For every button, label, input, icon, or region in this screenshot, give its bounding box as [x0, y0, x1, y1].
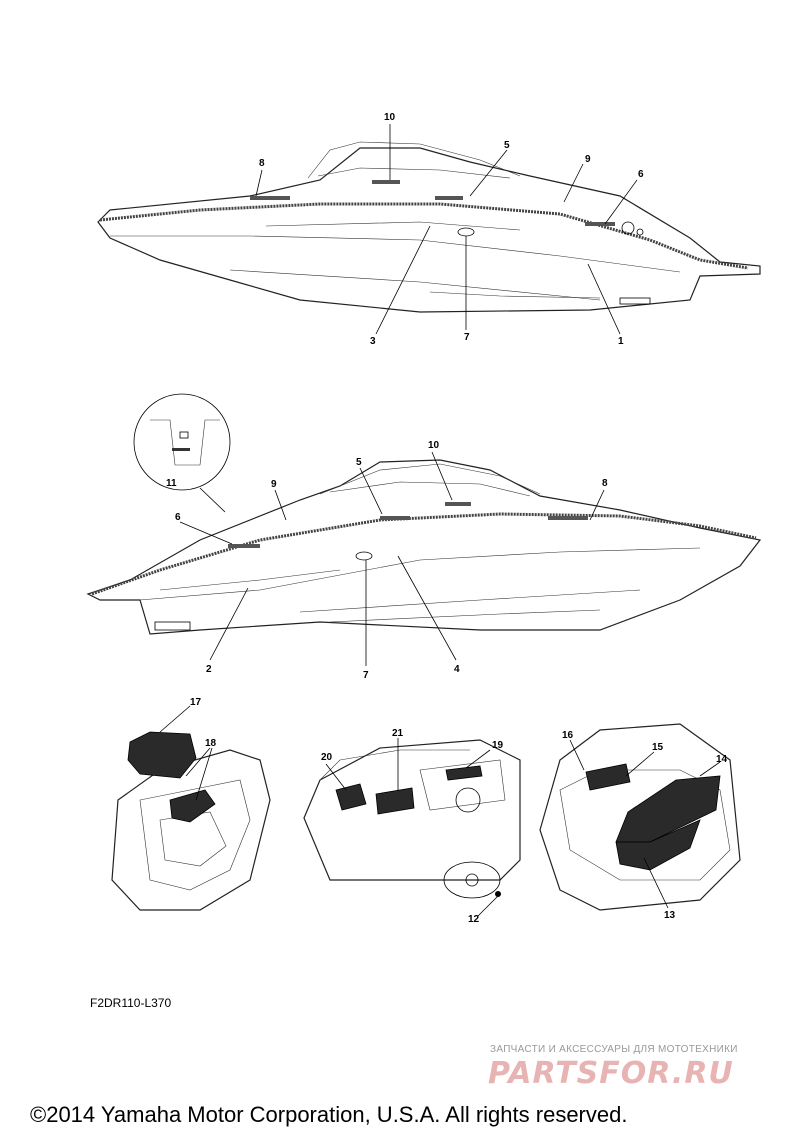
copyright-text: ©2014 Yamaha Motor Corporation, U.S.A. A… [30, 1102, 628, 1127]
callout-3: 3 [370, 336, 376, 347]
callout-14: 14 [716, 754, 728, 765]
detail-bow-seat: 17 18 [111, 697, 271, 911]
callout-9: 9 [271, 479, 277, 490]
callout-8: 8 [602, 478, 608, 489]
callout-4: 4 [454, 664, 460, 675]
detail-helm-console: 20 21 19 12 [303, 728, 521, 925]
watermark-tagline: ЗАПЧАСТИ И АКСЕССУАРЫ ДЛЯ МОТОТЕХНИКИ [490, 1044, 738, 1055]
callout-10: 10 [428, 440, 440, 451]
callout-21: 21 [392, 728, 404, 739]
callout-19: 19 [492, 740, 504, 751]
callout-11: 11 [166, 478, 177, 489]
watermark-logo: PARTSFOR.RU [488, 1056, 734, 1091]
callout-7: 7 [363, 670, 369, 681]
callout-7: 7 [464, 332, 470, 343]
callout-12: 12 [468, 914, 480, 925]
callout-9: 9 [585, 154, 591, 165]
callout-8: 8 [259, 158, 265, 169]
detail-stern-deck: 16 15 14 13 [539, 723, 741, 921]
boat-bottom-view: 10 5 9 8 6 11 2 7 4 [86, 393, 762, 681]
callout-16: 16 [562, 730, 574, 741]
callout-13: 13 [664, 910, 676, 921]
callout-10: 10 [384, 112, 396, 123]
callout-2: 2 [206, 664, 212, 675]
callout-17: 17 [190, 697, 202, 708]
callout-6: 6 [638, 169, 644, 180]
part-code-label: F2DR110-L370 [90, 996, 172, 1010]
callout-18: 18 [205, 738, 217, 749]
callout-6: 6 [175, 512, 181, 523]
callout-5: 5 [356, 457, 362, 468]
boat-top-view: 10 5 9 8 6 3 7 1 [97, 112, 761, 347]
callout-15: 15 [652, 742, 664, 753]
callout-1: 1 [618, 336, 624, 347]
callout-5: 5 [504, 140, 510, 151]
callout-20: 20 [321, 752, 333, 763]
